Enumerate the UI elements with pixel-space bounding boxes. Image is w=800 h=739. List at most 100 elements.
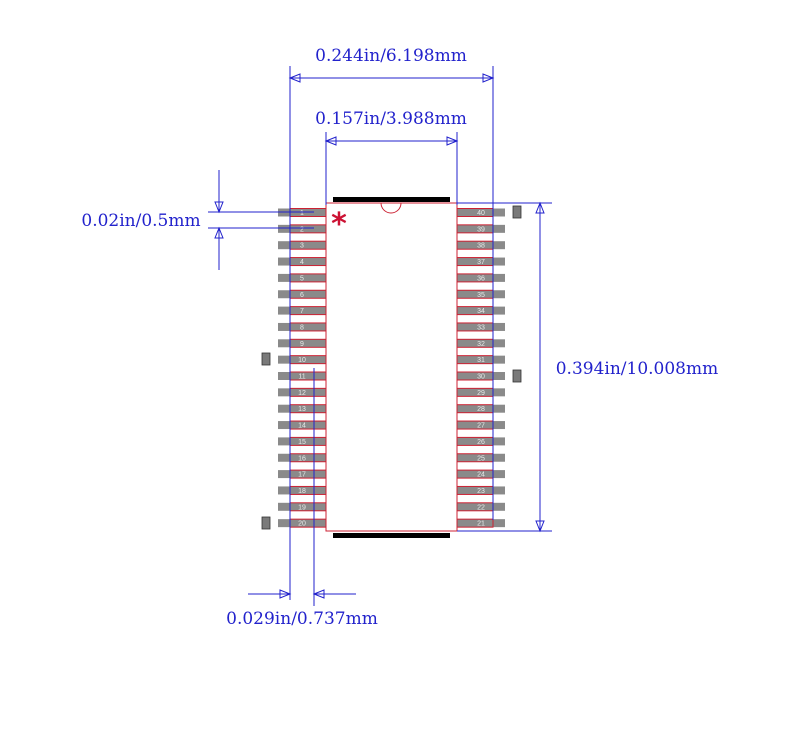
pad-33: 33 (456, 322, 505, 332)
pad-35: 35 (456, 289, 505, 299)
pad-14: 14 (278, 420, 327, 430)
pad-copper (457, 339, 505, 348)
dimension-overall-width (288, 66, 495, 600)
side-mark-left-mid (261, 352, 271, 366)
dimension-pad-width (248, 368, 356, 606)
pad-copper (278, 453, 326, 462)
pad-copper (457, 502, 505, 511)
dimension-pitch (208, 170, 314, 270)
pad-copper (457, 486, 505, 495)
pad-copper (278, 372, 326, 380)
pin-number: 23 (477, 488, 485, 495)
pad-copper (278, 322, 326, 331)
pad-copper (278, 519, 326, 528)
dimension-body-width (324, 132, 459, 205)
overall-width-label: 0.244in/6.198mm (315, 46, 467, 66)
pin-number: 26 (477, 439, 485, 446)
pin-number: 6 (300, 292, 304, 299)
pad-9: 9 (278, 338, 327, 348)
pin-number: 28 (477, 406, 485, 413)
pin-number: 7 (300, 308, 304, 315)
pad-7: 7 (278, 306, 327, 316)
pad-copper (278, 470, 326, 479)
pad-32: 32 (456, 338, 505, 348)
pin-number: 15 (298, 439, 306, 446)
pad-10: 10 (278, 355, 327, 365)
pin-number: 20 (298, 521, 306, 528)
pin-number: 5 (300, 275, 304, 282)
pin1-marker: * (331, 207, 347, 242)
pin1-notch (380, 202, 402, 214)
pad-copper (457, 273, 505, 282)
pin-number: 27 (477, 423, 485, 430)
pad-23: 23 (456, 485, 505, 495)
pad-18: 18 (278, 485, 327, 495)
pad-15: 15 (278, 436, 327, 446)
pin-number: 25 (477, 455, 485, 462)
pad-copper (457, 290, 505, 299)
pin-number: 16 (298, 455, 306, 462)
pad-copper (278, 306, 326, 315)
pin-number: 30 (477, 374, 485, 381)
pad-39: 39 (456, 224, 505, 234)
pad-8: 8 (278, 322, 327, 332)
pin-number: 24 (477, 472, 485, 479)
pin-number: 3 (300, 243, 304, 250)
pad-copper (457, 404, 505, 413)
pad-24: 24 (456, 469, 505, 479)
pin-number: 9 (300, 341, 304, 348)
pad-29: 29 (456, 387, 505, 397)
pin-number: 18 (298, 488, 306, 495)
pad-2: 2 (278, 224, 327, 234)
pad-40: 40 (456, 208, 505, 217)
pad-27: 27 (456, 420, 505, 430)
pad-copper (457, 519, 505, 528)
pin-number: 1 (300, 210, 304, 217)
pad-19: 19 (278, 502, 327, 512)
pad-copper (278, 273, 326, 282)
pin-number: 4 (300, 259, 304, 266)
pad-copper (457, 224, 505, 233)
pin-number: 29 (477, 390, 485, 397)
dimension-body-length (457, 201, 552, 533)
pad-copper (457, 453, 505, 462)
pin-number: 31 (477, 357, 485, 364)
pad-5: 5 (278, 273, 327, 283)
pad-12: 12 (278, 387, 327, 397)
pad-36: 36 (456, 273, 505, 283)
pad-31: 31 (456, 355, 505, 365)
pin-number: 11 (298, 374, 305, 381)
pad-13: 13 (278, 404, 327, 414)
pin-number: 17 (298, 472, 306, 479)
pad-copper (278, 421, 326, 430)
pad-copper (457, 388, 505, 397)
pin-number: 34 (477, 308, 485, 315)
pad-22: 22 (456, 502, 505, 512)
top-silkscreen-bar (333, 197, 450, 202)
pad-copper (457, 257, 505, 266)
pad-34: 34 (456, 306, 505, 316)
side-mark-right-mid (512, 369, 522, 383)
pad-copper (278, 290, 326, 299)
pad-20: 20 (278, 518, 327, 528)
pin-number: 13 (298, 406, 306, 413)
pin-number: 10 (298, 357, 306, 364)
pad-6: 6 (278, 289, 327, 299)
pad-copper (278, 437, 326, 446)
pin-number: 39 (477, 226, 485, 233)
side-mark-left-bottom (261, 516, 271, 530)
pad-copper (457, 355, 505, 364)
pad-copper (457, 241, 505, 250)
pin-number: 8 (300, 324, 304, 331)
side-mark-right-top (512, 205, 522, 219)
pad-copper (278, 388, 326, 397)
pad-copper (278, 224, 326, 233)
pin-number: 38 (477, 243, 485, 250)
pad-copper (278, 404, 326, 413)
pin-number: 35 (477, 292, 485, 299)
pad-11: 11 (278, 371, 327, 381)
